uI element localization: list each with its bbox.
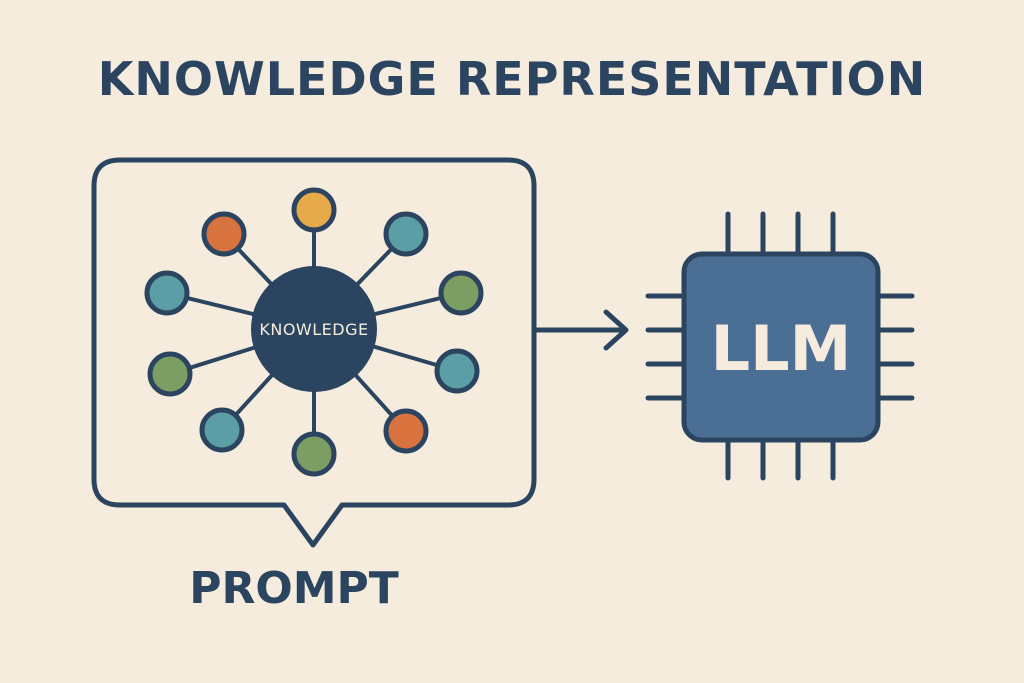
node-orange-upper-left [201,211,247,257]
spoke-node-green-right [372,295,443,317]
spoke-node-teal-right [371,344,439,368]
node-teal-lower-left [199,407,245,453]
chip-pins [645,211,915,481]
knowledge-hub-label: KNOWLEDGE [259,320,368,339]
spoke-node-orange-upper-left [236,247,274,287]
node-green-right [438,270,484,316]
hub-spokes [185,230,443,434]
node-green-left [147,351,193,397]
spoke-node-teal-lower-left [233,372,275,417]
speech-bubble-icon [91,157,537,548]
node-green-bottom [291,431,337,477]
node-orange-lower-right [383,408,429,454]
spoke-node-teal-upper-right [354,246,394,287]
prompt-label: PROMPT [189,563,399,614]
node-teal-left [144,270,190,316]
node-teal-upper-right [383,211,429,257]
node-yellow-top [291,187,337,233]
spoke-node-green-left [188,345,257,370]
diagram-title: KNOWLEDGE REPRESENTATION [97,52,927,106]
node-teal-right [434,348,480,394]
knowledge-nodes [144,187,484,477]
chip-label: LLM [711,312,852,385]
knowledge-hub [251,266,377,392]
chip-icon [681,251,881,443]
spoke-node-orange-lower-right [353,372,395,418]
spoke-node-teal-left [185,295,256,317]
arrow-right-icon [533,309,629,351]
